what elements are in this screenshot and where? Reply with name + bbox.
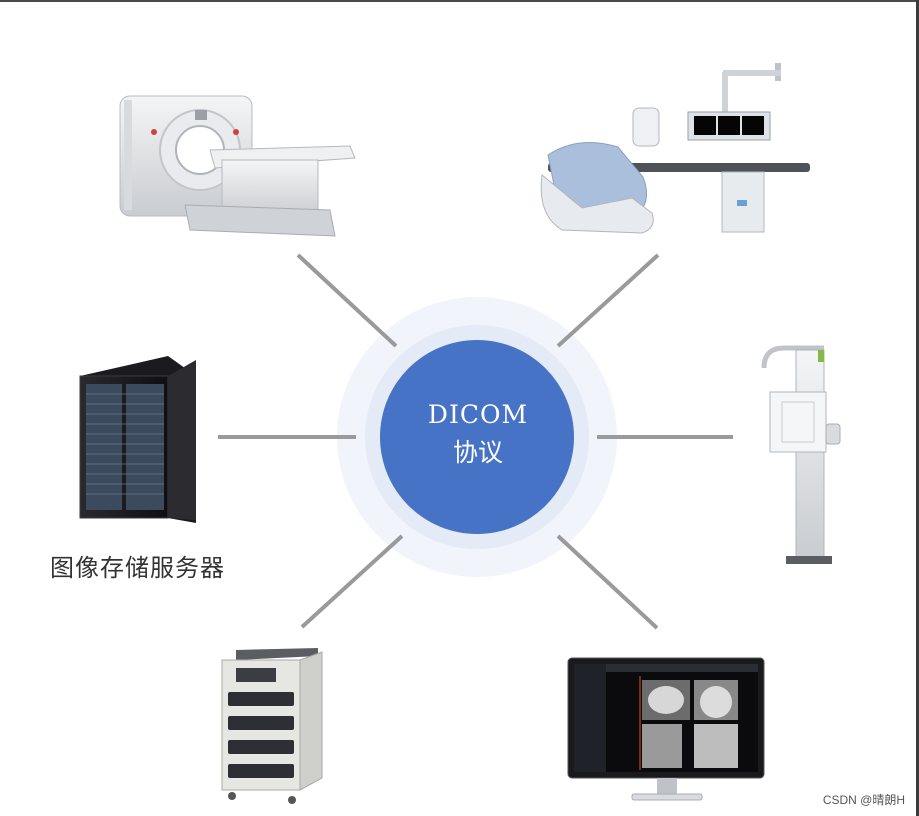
connector-monitor xyxy=(556,534,659,630)
right-border xyxy=(916,0,919,816)
dr-xray-system-image xyxy=(761,345,841,564)
connectors xyxy=(218,253,733,630)
connector-angio xyxy=(556,253,660,348)
top-border xyxy=(0,0,919,2)
workstation-monitor-image xyxy=(567,657,765,801)
hub-label-line2: 协议 xyxy=(452,438,503,467)
hub-label-line1: DICOM xyxy=(427,400,529,429)
ct-scanner-image xyxy=(119,95,356,237)
watermark: CSDN @晴朗H xyxy=(822,793,905,807)
connector-printer xyxy=(300,534,404,629)
angiography-system-image xyxy=(540,63,810,234)
film-printer-image xyxy=(221,648,323,804)
hub-label: DICOM 协议 xyxy=(378,400,578,469)
server-label: 图像存储服务器 xyxy=(50,554,225,582)
image-storage-server-image xyxy=(79,356,196,523)
dicom-hub-circle xyxy=(380,340,574,534)
connector-ct xyxy=(296,253,398,348)
